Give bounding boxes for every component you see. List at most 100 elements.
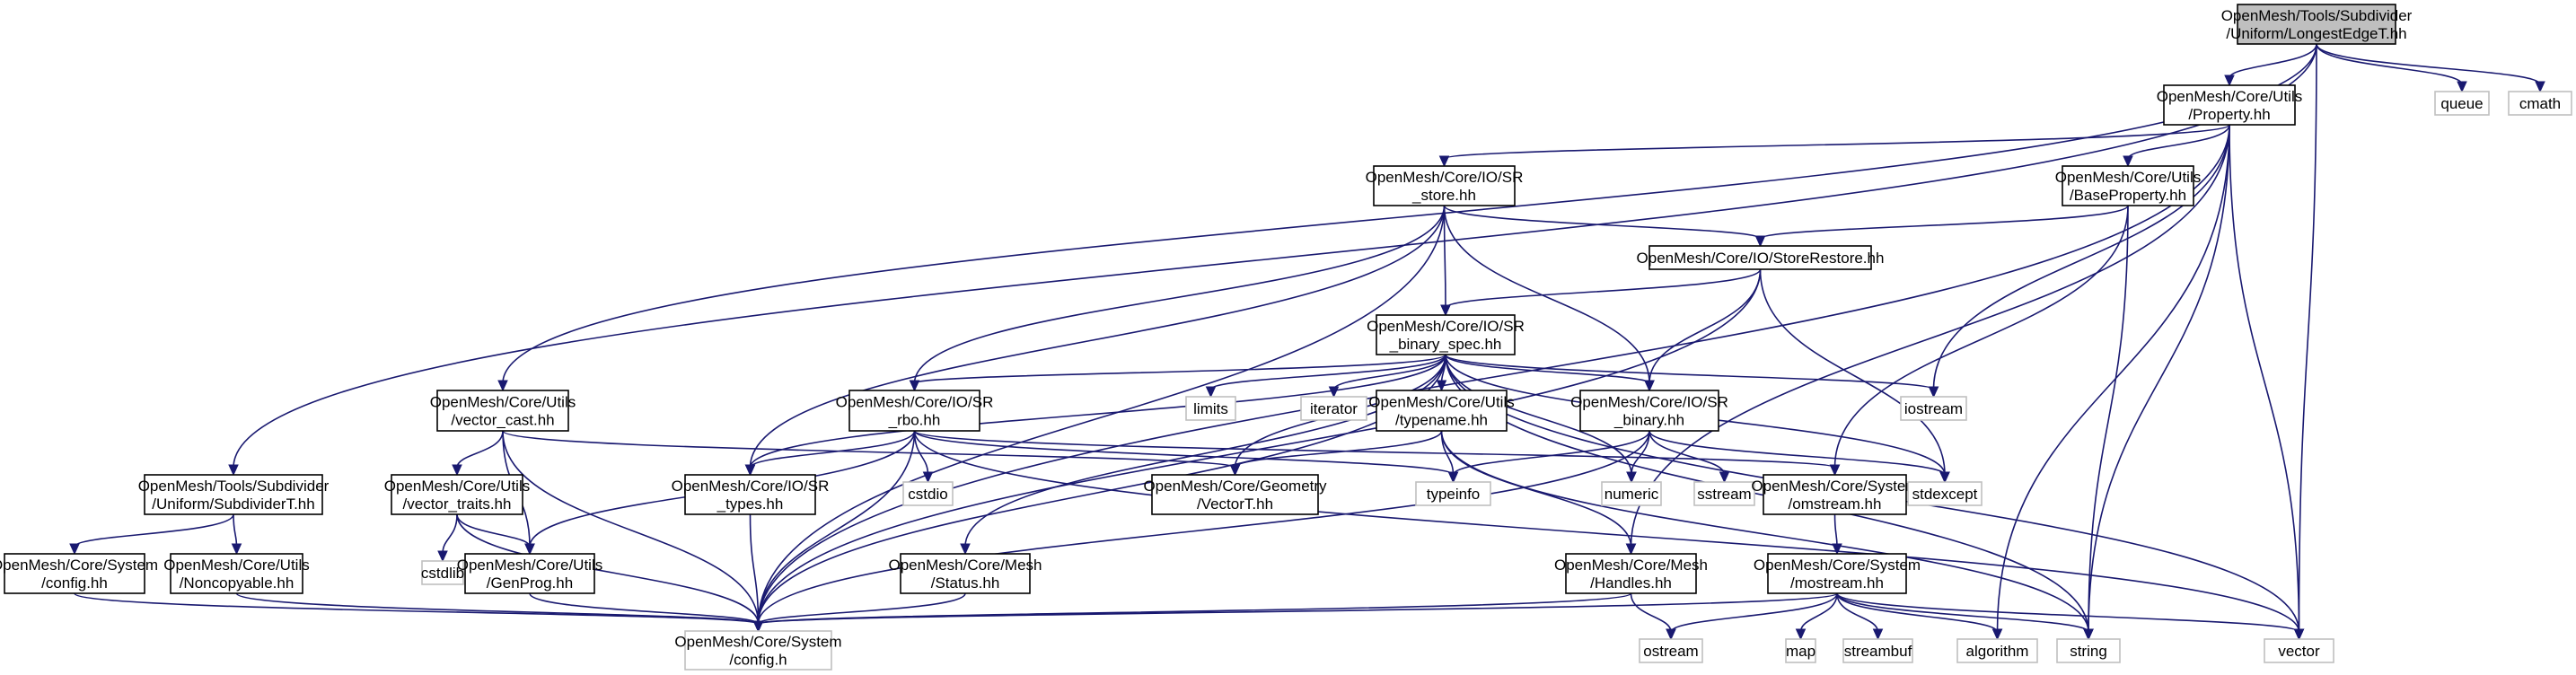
node-label: /Noncopyable.hh <box>180 574 295 592</box>
node-label: OpenMesh/Core/Utils <box>384 478 531 495</box>
arrowhead-icon <box>1832 543 1842 556</box>
node-property[interactable]: OpenMesh/Core/Utils/Property.hh <box>2157 84 2303 126</box>
arrowhead-icon <box>524 543 535 556</box>
node-label: cmath <box>2519 95 2561 112</box>
node-label: _binary_spec.hh <box>1389 336 1502 353</box>
node-vector-traits[interactable]: OpenMesh/Core/Utils/vector_traits.hh <box>384 474 531 515</box>
node-sr-binary-spec[interactable]: OpenMesh/Core/IO/SR_binary_spec.hh <box>1367 314 1525 355</box>
node-label: /vector_cast.hh <box>451 412 554 429</box>
edge-vector_traits-to-genprog <box>456 513 535 556</box>
node-genprog[interactable]: OpenMesh/Core/Utils/GenProg.hh <box>457 553 603 594</box>
arrowhead-icon <box>1625 543 1637 556</box>
arrowhead-icon <box>2293 628 2305 641</box>
node-label: _store.hh <box>1411 187 1476 204</box>
node-noncopyable[interactable]: OpenMesh/Core/Utils/Noncopyable.hh <box>163 553 310 594</box>
node-label: _binary.hh <box>1613 412 1684 429</box>
edge-sr_binary_spec-to-sr_binary <box>1445 354 1655 392</box>
arrowhead-icon <box>1829 464 1841 477</box>
node-cmath: cmath <box>2508 91 2572 116</box>
node-vectort[interactable]: OpenMesh/Core/Geometry/VectorT.hh <box>1143 474 1327 515</box>
arrowhead-icon <box>752 620 764 633</box>
edge-baseproperty-to-storerestore <box>1754 205 2129 248</box>
arrowhead-icon <box>1719 471 1730 484</box>
node-vector-cast[interactable]: OpenMesh/Core/Utils/vector_cast.hh <box>430 390 576 432</box>
node-label: OpenMesh/Core/System <box>0 557 158 574</box>
node-label: /Property.hh <box>2188 106 2270 123</box>
node-baseproperty[interactable]: OpenMesh/Core/Utils/BaseProperty.hh <box>2055 165 2202 206</box>
node-sr-store[interactable]: OpenMesh/Core/IO/SR_store.hh <box>1366 165 1524 206</box>
node-label: iterator <box>1310 400 1358 417</box>
edge-baseproperty-to-string <box>2083 205 2129 641</box>
edge-sr_binary-to-typeinfo <box>1447 430 1650 484</box>
node-mostream[interactable]: OpenMesh/Core/System/mostream.hh <box>1754 553 1921 594</box>
arrowhead-icon <box>2535 81 2545 93</box>
node-iostream: iostream <box>1900 396 1967 421</box>
node-label: OpenMesh/Core/Mesh <box>888 557 1042 574</box>
edge-root-to-cmath <box>2316 43 2545 93</box>
node-label: OpenMesh/Core/Mesh <box>1554 557 1708 574</box>
node-config-hh[interactable]: OpenMesh/Core/System/config.hh <box>0 553 158 594</box>
arrowhead-icon <box>2123 155 2133 168</box>
edge-root-to-subdividert <box>228 43 2317 477</box>
arrowhead-icon <box>69 543 80 556</box>
node-label: _types.hh <box>717 495 784 513</box>
edge-sr_binary_spec-to-iostream <box>1445 354 1939 399</box>
arrowhead-icon <box>922 471 934 484</box>
node-label: /VectorT.hh <box>1197 495 1273 513</box>
arrowhead-icon <box>231 543 242 556</box>
node-label: OpenMesh/Tools/Subdivider <box>138 478 330 495</box>
arrowhead-icon <box>2457 81 2467 93</box>
node-omstream[interactable]: OpenMesh/Core/System/omstream.hh <box>1751 474 1919 515</box>
edge-sr_binary_spec-to-iterator <box>1328 354 1446 399</box>
node-sr-rbo[interactable]: OpenMesh/Core/IO/SR_rbo.hh <box>836 390 994 432</box>
edge-typename-to-vectort <box>1229 430 1443 477</box>
node-label: /config.h <box>729 652 787 669</box>
node-label: OpenMesh/Core/IO/SR <box>836 394 994 411</box>
node-label: OpenMesh/Core/IO/SR <box>1367 318 1525 335</box>
edge-sr_rbo-to-omstream <box>913 430 1841 477</box>
edge-sr_store-to-sr_rbo <box>909 205 1446 392</box>
node-label: OpenMesh/Core/System <box>674 634 841 651</box>
node-sr-binary[interactable]: OpenMesh/Core/IO/SR_binary.hh <box>1570 390 1728 432</box>
node-label: OpenMesh/Core/System <box>1754 557 1921 574</box>
arrowhead-icon <box>1229 464 1241 477</box>
node-label: OpenMesh/Tools/Subdivider <box>2221 7 2413 24</box>
edge-baseproperty-to-omstream <box>1829 205 2129 477</box>
node-label: OpenMesh/Core/Geometry <box>1143 478 1327 495</box>
node-label: /config.hh <box>41 574 108 592</box>
node-algorithm: algorithm <box>1956 638 2038 663</box>
node-label: OpenMesh/Core/System <box>1751 478 1918 495</box>
node-sstream: sstream <box>1693 481 1755 506</box>
node-label: OpenMesh/Core/IO/SR <box>672 478 830 495</box>
node-sr-types[interactable]: OpenMesh/Core/IO/SR_types.hh <box>672 474 830 515</box>
arrowhead-icon <box>437 550 448 563</box>
arrowhead-icon <box>1626 471 1637 484</box>
arrowhead-icon <box>1666 628 1676 641</box>
arrowhead-icon <box>1440 304 1451 317</box>
node-status[interactable]: OpenMesh/Core/Mesh/Status.hh <box>888 553 1042 594</box>
edge-mostream-to-ostream <box>1666 592 1838 641</box>
node-label: algorithm <box>1966 643 2029 660</box>
node-label: map <box>1786 643 1816 660</box>
node-root[interactable]: OpenMesh/Tools/Subdivider/Uniform/Longes… <box>2221 4 2413 45</box>
node-handles[interactable]: OpenMesh/Core/Mesh/Handles.hh <box>1554 553 1708 594</box>
edge-omstream-to-mostream <box>1832 513 1842 556</box>
node-iterator: iterator <box>1300 396 1367 421</box>
node-label: numeric <box>1605 486 1659 503</box>
node-label: cstdlib <box>421 565 464 582</box>
edge-sr_binary_spec-to-sr_rbo <box>909 354 1446 392</box>
arrowhead-icon <box>1644 380 1655 392</box>
node-label: cstdio <box>908 486 947 503</box>
edge-vector_traits-to-cstdlib <box>437 513 458 563</box>
edge-mostream-to-string <box>1836 592 2094 641</box>
node-label: /vector_traits.hh <box>403 495 512 513</box>
node-subdividert[interactable]: OpenMesh/Tools/Subdivider/Uniform/Subdiv… <box>138 474 330 515</box>
edge-status-to-config_h <box>752 592 966 633</box>
node-label: queue <box>2440 95 2483 112</box>
node-label: /BaseProperty.hh <box>2070 187 2186 204</box>
edge-sr_rbo-to-sr_types <box>744 430 916 477</box>
edge-root-to-queue <box>2316 43 2467 93</box>
node-label: iostream <box>1904 400 1963 417</box>
node-storerestore[interactable]: OpenMesh/Core/IO/StoreRestore.hh <box>1637 245 1885 270</box>
node-typename[interactable]: OpenMesh/Core/Utils/typename.hh <box>1368 390 1515 432</box>
